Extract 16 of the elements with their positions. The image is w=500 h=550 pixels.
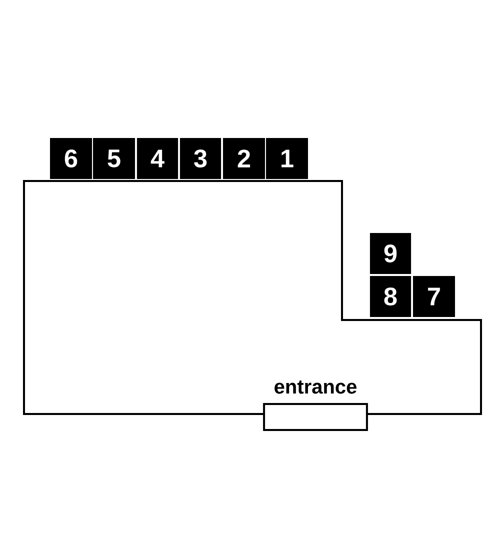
entrance-label: entrance [274, 380, 356, 394]
node-label: 6 [64, 150, 78, 168]
numbered-box: 7 [413, 276, 455, 318]
numbered-box: 6 [50, 138, 92, 180]
node-label: 5 [108, 150, 120, 168]
numbered-box: 2 [223, 138, 265, 180]
numbered-box: 1 [266, 138, 308, 180]
numbered-box: 3 [180, 138, 222, 180]
numbered-box: 8 [370, 276, 412, 318]
numbered-box: 5 [93, 138, 135, 180]
node-label: 4 [150, 150, 164, 168]
node-label: 2 [238, 150, 250, 168]
node-label: 1 [282, 150, 294, 168]
node-label: 3 [194, 150, 207, 168]
numbered-box: 9 [370, 232, 412, 274]
numbered-box: 4 [136, 138, 178, 180]
